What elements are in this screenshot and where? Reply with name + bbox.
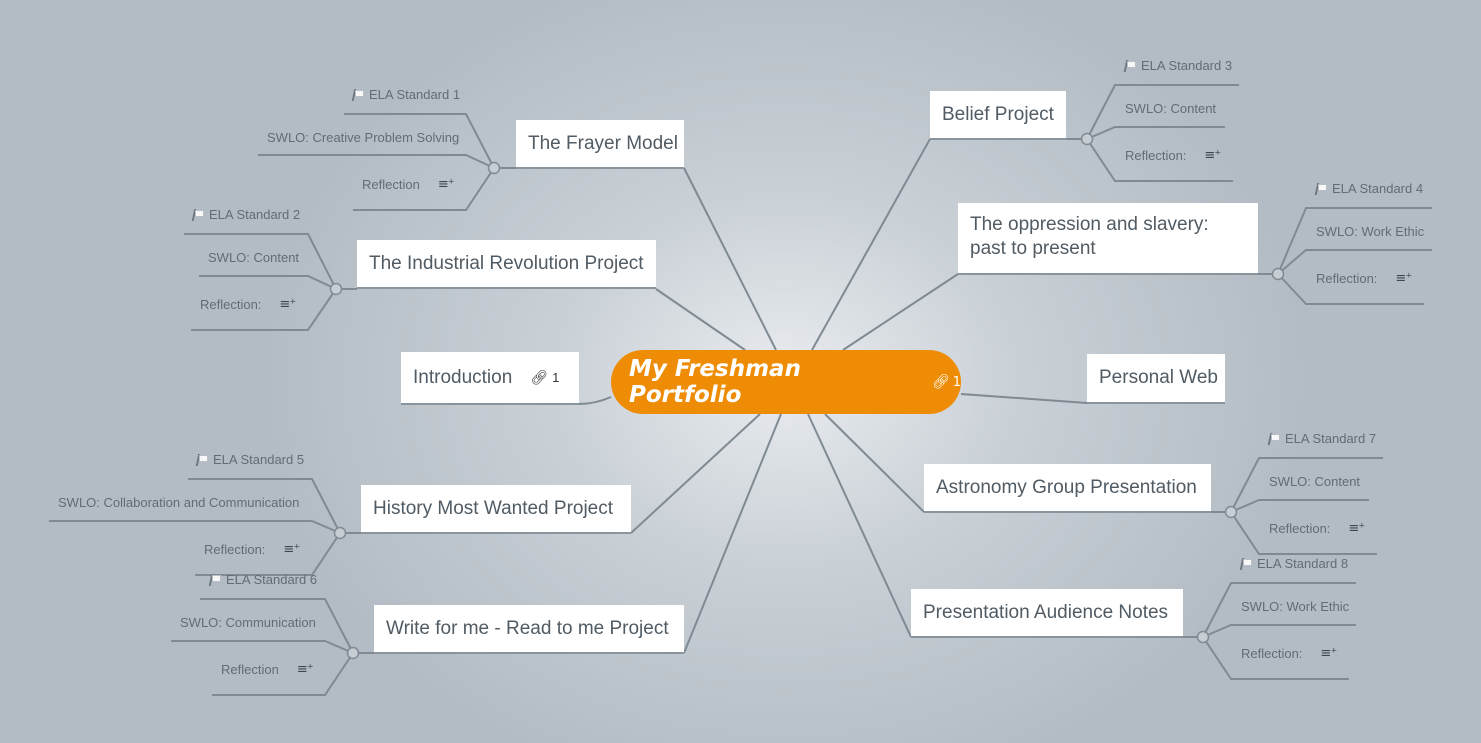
subtopic-ela-standard[interactable]: ELA Standard 3 — [1124, 58, 1232, 73]
flag-icon — [196, 454, 208, 466]
topic-industrial-revolution[interactable]: The Industrial Revolution Project — [357, 240, 656, 289]
notes-icon[interactable]: ≡⁺ — [437, 177, 455, 192]
topic-label: Write for me - Read to me Project — [386, 617, 669, 639]
notes-icon[interactable]: ≡⁺ — [283, 542, 300, 557]
link-count: 1 — [952, 374, 961, 390]
collapse-knot[interactable] — [1196, 630, 1210, 644]
central-link-badge[interactable]: 🔗︎ 1 — [932, 374, 961, 390]
notes-icon[interactable]: ≡⁺ — [296, 662, 314, 677]
topic-label: History Most Wanted Project — [373, 497, 614, 519]
subtopic-ela-standard[interactable]: ELA Standard 2 — [192, 207, 300, 222]
subtopic-reflection[interactable]: Reflection: ≡⁺ — [1316, 271, 1412, 286]
subtopic-reflection[interactable]: Reflection: ≡⁺ — [1125, 148, 1221, 163]
notes-icon[interactable]: ≡⁺ — [1204, 148, 1221, 163]
subtopic-reflection[interactable]: Reflection ≡⁺ — [362, 177, 455, 192]
topic-label: Introduction — [413, 366, 513, 388]
collapse-knot[interactable] — [1271, 267, 1285, 281]
flag-icon — [352, 89, 364, 101]
notes-icon[interactable]: ≡⁺ — [1395, 271, 1412, 286]
topic-label: The oppression and slavery: past to pres… — [970, 214, 1209, 259]
subtopic-swlo[interactable]: SWLO: Content — [208, 250, 300, 265]
subtopic-ela-standard[interactable]: ELA Standard 7 — [1268, 431, 1376, 446]
topic-label: The Industrial Revolution Project — [369, 252, 644, 274]
subtopic-ela-standard[interactable]: ELA Standard 8 — [1240, 556, 1348, 571]
subtopic-reflection[interactable]: Reflection: ≡⁺ — [1269, 521, 1365, 536]
flag-icon — [1124, 60, 1136, 72]
topic-label: The Frayer Model — [528, 132, 678, 154]
subtopic-ela-standard[interactable]: ELA Standard 4 — [1315, 181, 1423, 196]
collapse-knot[interactable] — [329, 282, 343, 296]
flag-icon — [1268, 433, 1280, 445]
link-count: 1 — [552, 370, 560, 385]
subtopic-reflection[interactable]: Reflection: ≡⁺ — [1241, 646, 1337, 661]
flag-icon — [1315, 183, 1327, 195]
topic-belief-project[interactable]: Belief Project — [930, 91, 1066, 140]
topic-write-for-me[interactable]: Write for me - Read to me Project — [374, 605, 684, 654]
collapse-knot[interactable] — [487, 161, 501, 175]
flag-icon — [1240, 558, 1252, 570]
topic-label: Personal Web — [1099, 367, 1218, 388]
central-topic-title: My Freshman Portfolio — [629, 356, 801, 408]
collapse-knot[interactable] — [1224, 505, 1238, 519]
topic-history-most-wanted[interactable]: History Most Wanted Project — [361, 485, 631, 534]
subtopic-ela-standard[interactable]: ELA Standard 1 — [352, 87, 460, 102]
topic-presentation-audience-notes[interactable]: Presentation Audience Notes — [911, 589, 1183, 638]
flag-icon — [209, 574, 221, 586]
subtopic-swlo[interactable]: SWLO: Content — [1125, 101, 1217, 116]
subtopic-swlo[interactable]: SWLO: Creative Problem Solving — [267, 130, 460, 145]
topic-oppression-slavery[interactable]: The oppression and slavery: past to pres… — [958, 203, 1258, 275]
notes-icon[interactable]: ≡⁺ — [1348, 521, 1365, 536]
notes-icon[interactable]: ≡⁺ — [1320, 646, 1337, 661]
subtopic-ela-standard[interactable]: ELA Standard 6 — [209, 572, 317, 587]
topic-introduction[interactable]: Introduction 🔗︎ 1 — [401, 352, 579, 405]
central-topic[interactable]: My Freshman Portfolio 🔗︎ 1 — [611, 350, 961, 414]
subtopic-swlo[interactable]: SWLO: Content — [1269, 474, 1361, 489]
collapse-knot[interactable] — [333, 526, 347, 540]
introduction-link-badge[interactable]: 🔗︎ 1 — [530, 370, 559, 386]
subtopic-swlo[interactable]: SWLO: Communication — [180, 615, 316, 630]
subtopic-swlo[interactable]: SWLO: Collaboration and Communication — [58, 495, 300, 510]
subtopic-swlo[interactable]: SWLO: Work Ethic — [1241, 599, 1350, 614]
notes-icon[interactable]: ≡⁺ — [279, 297, 296, 312]
topic-frayer-model[interactable]: The Frayer Model — [516, 120, 684, 169]
topic-label: Belief Project — [942, 103, 1054, 125]
topic-astronomy-presentation[interactable]: Astronomy Group Presentation — [924, 464, 1211, 513]
topic-label: Presentation Audience Notes — [923, 601, 1169, 623]
flag-icon — [192, 209, 204, 221]
subtopic-reflection[interactable]: Reflection: ≡⁺ — [200, 297, 296, 312]
subtopic-ela-standard[interactable]: ELA Standard 5 — [196, 452, 304, 467]
collapse-knot[interactable] — [1080, 132, 1094, 146]
subtopic-reflection[interactable]: Reflection: ≡⁺ — [204, 542, 300, 557]
topic-label: Astronomy Group Presentation — [936, 476, 1197, 498]
subtopic-swlo[interactable]: SWLO: Work Ethic — [1316, 224, 1425, 239]
collapse-knot[interactable] — [346, 646, 360, 660]
topic-personal-web[interactable]: Personal Web — [1087, 354, 1225, 404]
subtopic-reflection[interactable]: Reflection ≡⁺ — [221, 662, 314, 677]
link-icon: 🔗︎ — [530, 369, 549, 386]
link-icon: 🔗︎ — [931, 374, 950, 390]
